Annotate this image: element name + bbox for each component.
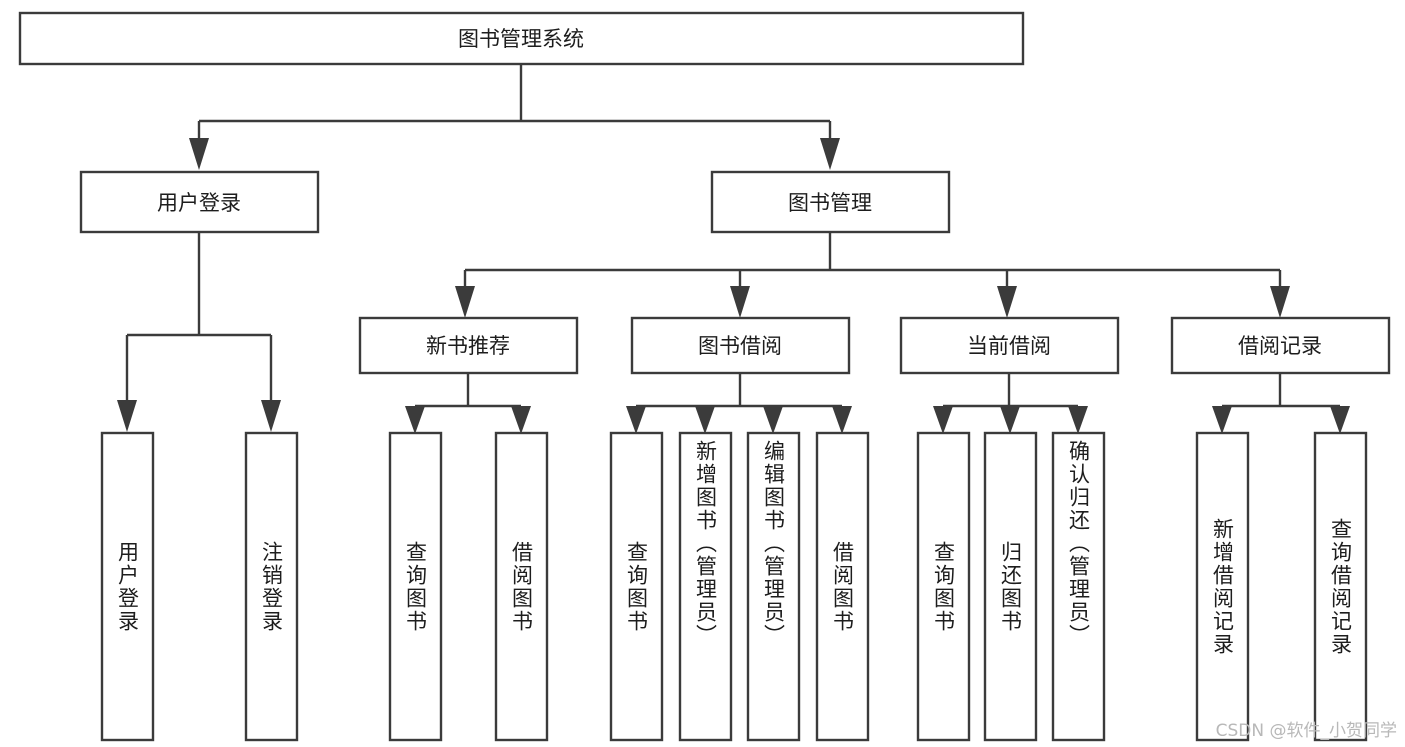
leaf-box-book-borrow-2[interactable] (678, 431, 733, 742)
arrow-head-current-borrow-leaf-1 (933, 406, 953, 434)
leaf-box-new-book-2[interactable] (494, 431, 549, 742)
arrow-head-book-borrow-leaf-4 (832, 406, 852, 434)
leaf-box-new-book-1[interactable] (388, 431, 443, 742)
leaf-box-user-login-1[interactable] (100, 431, 155, 742)
node-current-borrow[interactable] (899, 316, 1120, 375)
arrow-head-user-login-leaf-1 (117, 400, 137, 432)
leaf-box-current-borrow-1[interactable] (916, 431, 971, 742)
arrow-head-borrow-record-leaf-1 (1212, 406, 1232, 434)
arrow-head-to-user-login (189, 138, 209, 170)
arrow-head-book-borrow-leaf-1 (626, 406, 646, 434)
node-borrow-record[interactable] (1170, 316, 1391, 375)
arrow-head-to-borrow-record (1270, 286, 1290, 318)
leaf-box-current-borrow-2[interactable] (983, 431, 1038, 742)
arrow-head-to-new-book-recommend (455, 286, 475, 318)
node-root-system-label: 图书管理系统 (458, 27, 584, 51)
arrow-head-to-book-mgmt (820, 138, 840, 170)
node-book-management-label: 图书管理 (788, 191, 872, 215)
arrow-head-user-login-leaf-2 (261, 400, 281, 432)
arrow-head-current-borrow-leaf-2 (1000, 406, 1020, 434)
leaf-box-book-borrow-1[interactable] (609, 431, 664, 742)
node-book-borrow-label: 图书借阅 (698, 334, 782, 358)
node-borrow-record-label: 借阅记录 (1238, 334, 1322, 358)
arrow-head-new-book-leaf-1 (405, 406, 425, 434)
node-user-login-label: 用户登录 (157, 191, 241, 215)
node-new-book-recommend[interactable] (358, 316, 579, 375)
arrow-head-to-book-borrow (730, 286, 750, 318)
leaf-box-book-borrow-4[interactable] (815, 431, 870, 742)
arrow-head-new-book-leaf-2 (511, 406, 531, 434)
node-root-system[interactable] (18, 11, 1025, 66)
leaf-box-current-borrow-3[interactable] (1051, 431, 1106, 742)
leaf-box-book-borrow-3[interactable] (746, 431, 801, 742)
arrow-head-current-borrow-leaf-3 (1068, 406, 1088, 434)
arrow-head-book-borrow-leaf-3 (763, 406, 783, 434)
node-current-borrow-label: 当前借阅 (967, 334, 1051, 358)
leaf-box-borrow-record-1[interactable] (1195, 431, 1250, 742)
node-new-book-recommend-label: 新书推荐 (426, 334, 510, 358)
node-book-management[interactable] (710, 170, 951, 234)
arrow-head-to-current-borrow (997, 286, 1017, 318)
leaf-box-user-login-2[interactable] (244, 431, 299, 742)
leaf-box-borrow-record-2[interactable] (1313, 431, 1368, 742)
arrow-head-book-borrow-leaf-2 (695, 406, 715, 434)
node-book-borrow[interactable] (630, 316, 851, 375)
arrow-head-borrow-record-leaf-2 (1330, 406, 1350, 434)
